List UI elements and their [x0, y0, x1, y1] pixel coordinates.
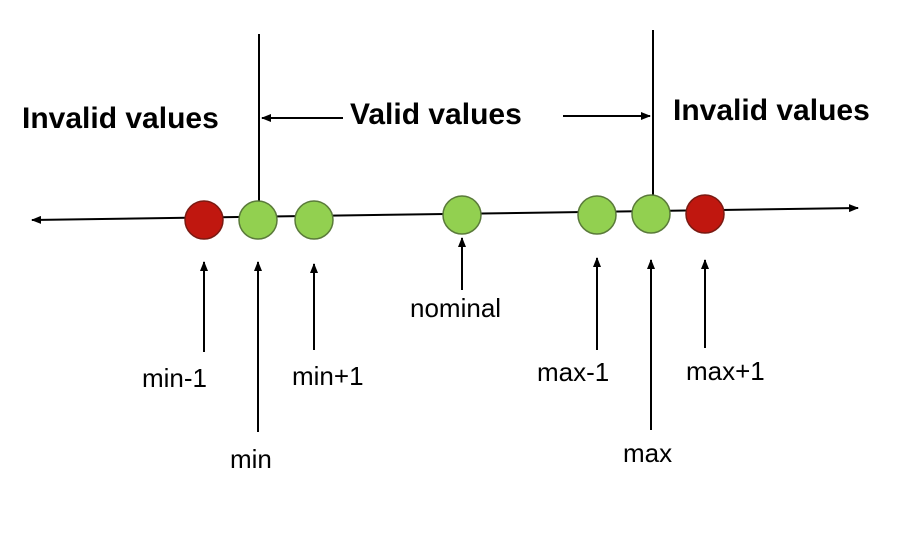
label-min-minus-1: min-1: [142, 363, 207, 393]
point-min-plus-1-circle: [294, 200, 334, 240]
point-markers: [184, 194, 725, 240]
point-min-circle: [238, 200, 278, 240]
point-max-plus-1-circle: [685, 194, 725, 234]
label-max: max: [623, 438, 672, 468]
label-max-minus-1: max-1: [537, 357, 609, 387]
label-nominal: nominal: [410, 293, 501, 323]
label-min-plus-1: min+1: [292, 361, 364, 391]
point-max-minus-1-circle: [577, 195, 617, 235]
right-invalid-label: Invalid values: [673, 94, 870, 127]
point-max-circle: [631, 194, 671, 234]
label-min: min: [230, 444, 272, 474]
left-invalid-label: Invalid values: [22, 102, 219, 135]
label-max-plus-1: max+1: [686, 356, 765, 386]
valid-label: Valid values: [350, 98, 522, 131]
pointer-arrows: [200, 237, 709, 432]
point-min-minus-1-circle: [184, 200, 224, 240]
point-nominal-circle: [442, 195, 482, 235]
